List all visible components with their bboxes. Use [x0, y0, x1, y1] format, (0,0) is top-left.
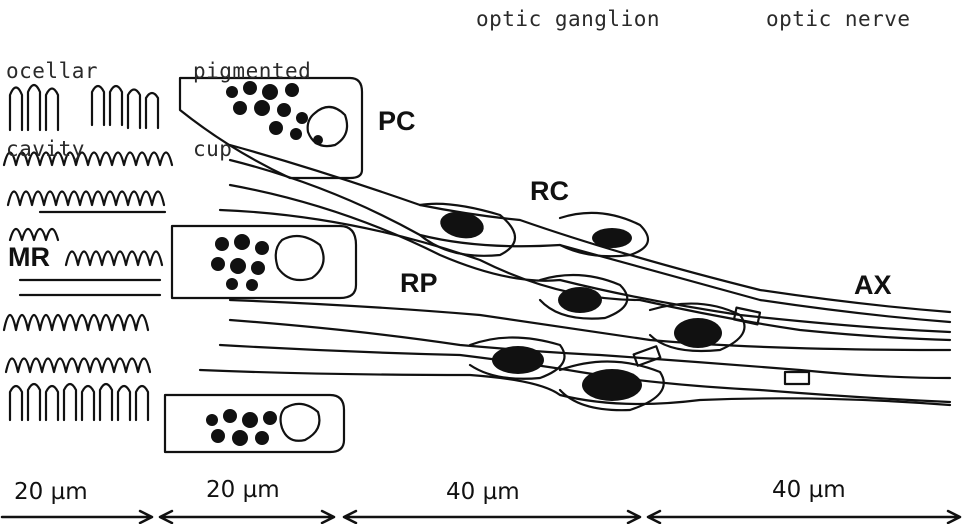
label-receptor-cell: RC: [530, 176, 569, 206]
scale-label-segment-2: 20 µm: [206, 476, 280, 504]
scale-label-segment-4: 40 µm: [772, 476, 846, 504]
region-label-pigmented-cup-line2: cup: [193, 136, 311, 162]
label-pigment-cell: PC: [378, 106, 416, 136]
label-receptor-process: RP: [400, 268, 438, 298]
label-microvillar-rhabdomere: MR: [8, 242, 50, 272]
region-label-optic-nerve: optic nerve: [766, 6, 911, 32]
region-label-pigmented-cup: pigmented cup: [193, 6, 311, 214]
region-label-ocellar-cavity: ocellar cavity: [6, 6, 98, 214]
region-label-ocellar-cavity-line2: cavity: [6, 136, 98, 162]
region-label-optic-ganglion: optic ganglion: [476, 6, 660, 32]
region-label-ocellar-cavity-line1: ocellar: [6, 58, 98, 84]
region-label-pigmented-cup-line1: pigmented: [193, 58, 311, 84]
scale-bar: [2, 511, 960, 523]
pigment-cell-middle: [172, 226, 356, 298]
label-axon: AX: [854, 270, 892, 300]
scale-label-segment-1: 20 µm: [14, 478, 88, 506]
scale-label-segment-3: 40 µm: [446, 478, 520, 506]
